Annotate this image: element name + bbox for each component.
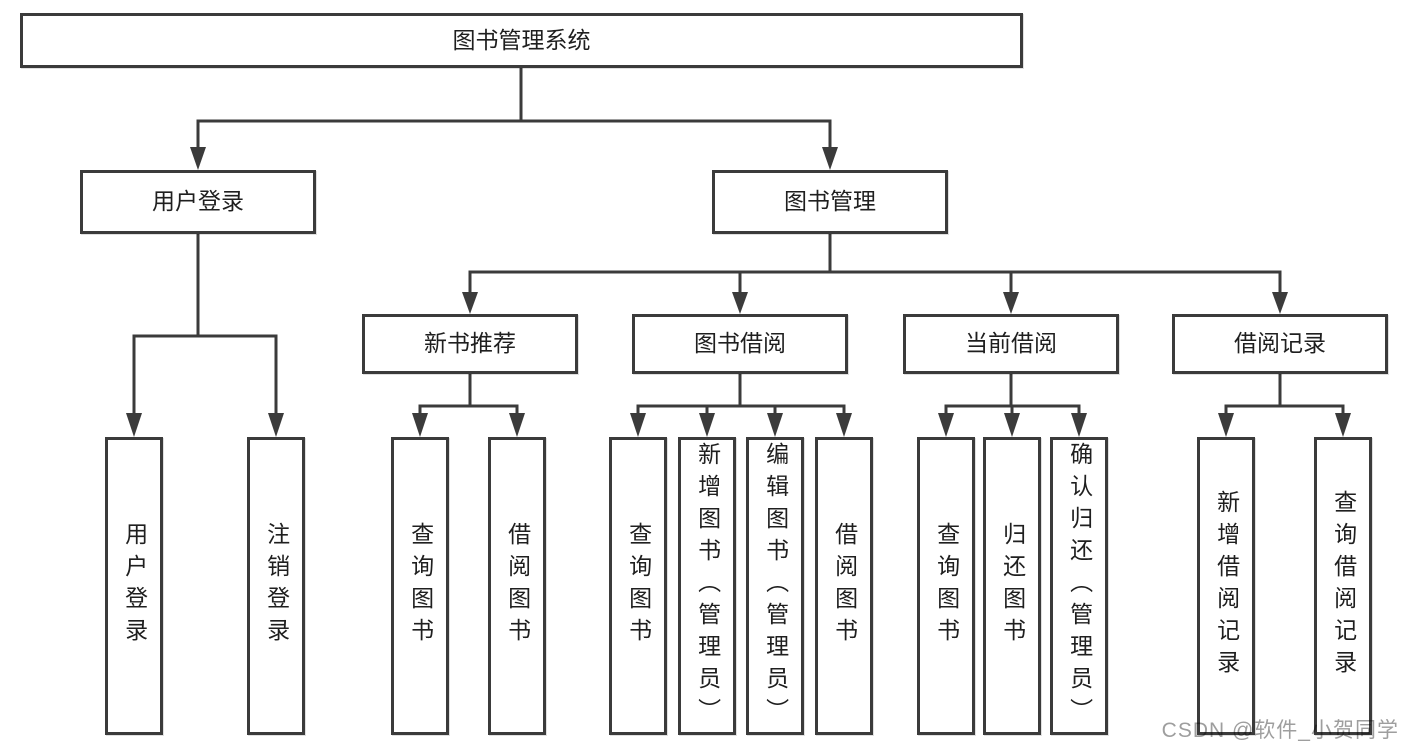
leaf-borrow-borrow-books: 借阅图书 xyxy=(815,437,873,735)
node-label: 图书借阅 xyxy=(694,330,786,357)
leaf-records-add-borrow-record: 新增借阅记录 xyxy=(1197,437,1255,735)
leaf-label: 查询借阅记录 xyxy=(1330,490,1357,682)
leaf-current-query-books: 查询图书 xyxy=(917,437,975,735)
leaf-label: 借阅图书 xyxy=(504,522,531,650)
node-root: 图书管理系统 xyxy=(20,13,1023,68)
leaf-records-query-borrow-record: 查询借阅记录 xyxy=(1314,437,1372,735)
leaf-label: 查询图书 xyxy=(933,522,960,650)
leaf-label: 新增图书（管理员） xyxy=(694,442,721,730)
leaf-label: 编辑图书（管理员） xyxy=(762,442,789,730)
node-user-login: 用户登录 xyxy=(80,170,316,234)
leaf-label: 新增借阅记录 xyxy=(1213,490,1240,682)
leaf-user-login: 用户登录 xyxy=(105,437,163,735)
leaf-label: 用户登录 xyxy=(121,522,148,650)
leaf-label: 归还图书 xyxy=(999,522,1026,650)
leaf-label: 借阅图书 xyxy=(831,522,858,650)
leaf-recommend-borrow-books: 借阅图书 xyxy=(488,437,546,735)
node-current-borrowing: 当前借阅 xyxy=(903,314,1119,374)
node-label: 用户登录 xyxy=(152,188,244,215)
leaf-logout: 注销登录 xyxy=(247,437,305,735)
leaf-recommend-query-books: 查询图书 xyxy=(391,437,449,735)
leaf-label: 注销登录 xyxy=(263,522,290,650)
leaf-label: 查询图书 xyxy=(407,522,434,650)
node-book-management: 图书管理 xyxy=(712,170,948,234)
leaf-label: 确认归还（管理员） xyxy=(1066,442,1093,730)
leaf-current-return-books: 归还图书 xyxy=(983,437,1041,735)
node-borrowing-records: 借阅记录 xyxy=(1172,314,1388,374)
leaf-borrow-query-books: 查询图书 xyxy=(609,437,667,735)
node-book-borrowing: 图书借阅 xyxy=(632,314,848,374)
leaf-label: 查询图书 xyxy=(625,522,652,650)
leaf-current-confirm-return-admin: 确认归还（管理员） xyxy=(1050,437,1108,735)
node-new-book-recommendation: 新书推荐 xyxy=(362,314,578,374)
node-root-label: 图书管理系统 xyxy=(452,26,591,53)
leaf-borrow-edit-books-admin: 编辑图书（管理员） xyxy=(746,437,804,735)
node-label: 借阅记录 xyxy=(1234,330,1326,357)
leaf-borrow-add-books-admin: 新增图书（管理员） xyxy=(678,437,736,735)
node-label: 图书管理 xyxy=(784,188,876,215)
csdn-watermark: CSDN @软件_小贺同学 xyxy=(1161,719,1399,742)
node-label: 当前借阅 xyxy=(965,330,1057,357)
node-label: 新书推荐 xyxy=(424,330,516,357)
